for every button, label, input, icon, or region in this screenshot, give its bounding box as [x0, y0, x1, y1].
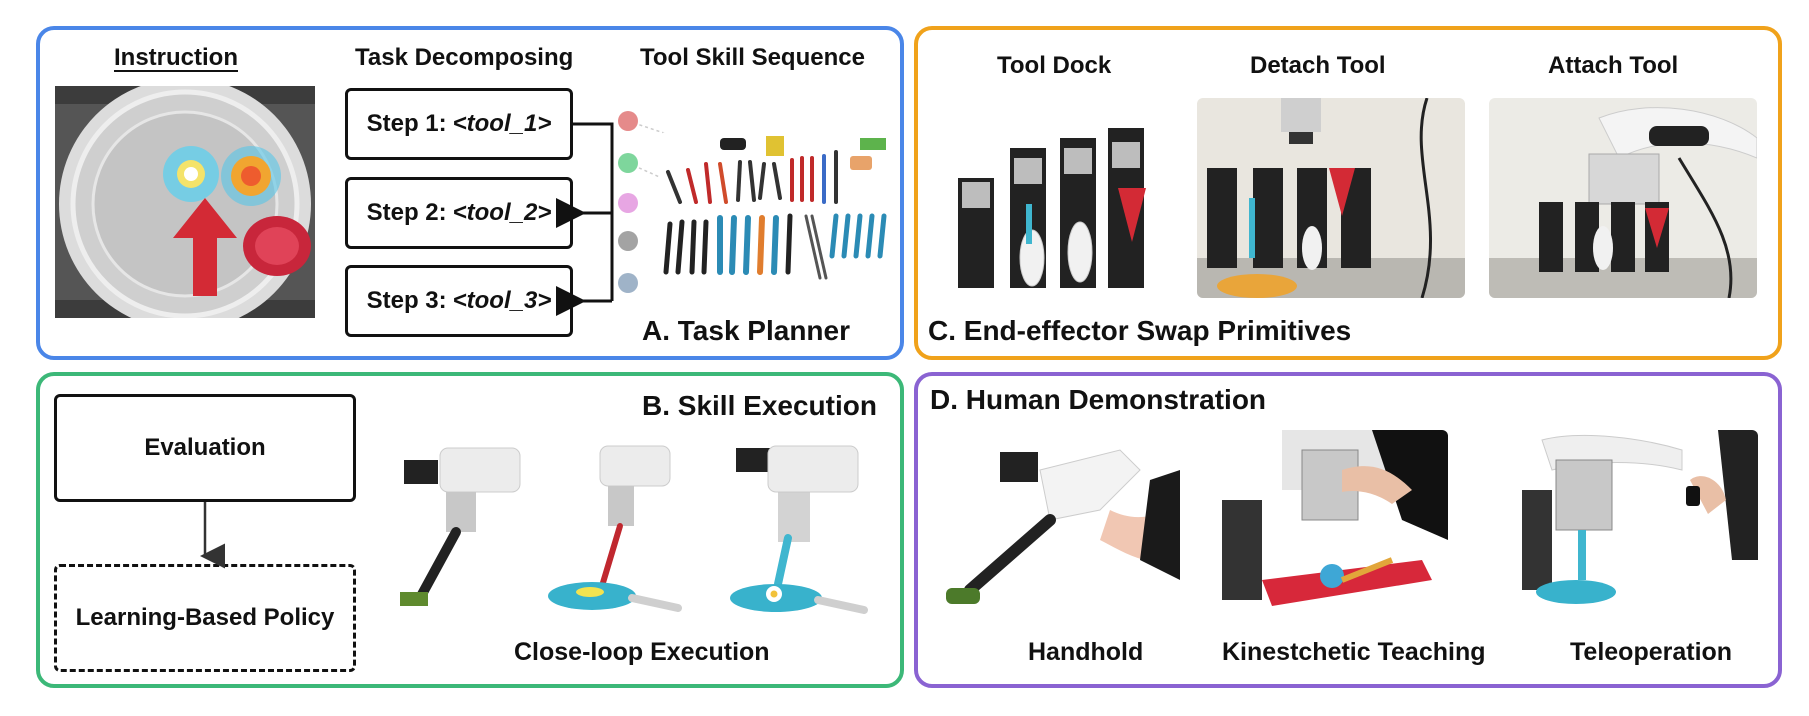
step-3-prefix: Step 3: [366, 287, 447, 314]
execution-image-3 [712, 438, 872, 618]
teleoperation-image [1522, 430, 1758, 620]
skill-execution-title: B. Skill Execution [642, 390, 877, 421]
tool-skill-sequence-label: Tool Skill Sequence [640, 44, 865, 71]
kinesthetic-teaching-image [1222, 430, 1448, 620]
learning-policy-label: Learning-Based Policy [75, 604, 335, 631]
task-decomposing-label: Task Decomposing [355, 44, 574, 71]
step-2-box: Step 2:<tool_2> [345, 177, 573, 249]
handhold-image [940, 440, 1180, 620]
kinesthetic-teaching-label: Kinestchetic Teaching [1222, 638, 1486, 666]
step-2-tool: <tool_2> [452, 199, 552, 226]
tools-collage-image [660, 132, 900, 282]
tool-dock-image [948, 118, 1162, 300]
execution-image-2 [536, 438, 686, 618]
step-2-prefix: Step 2: [366, 199, 447, 226]
attach-tool-image [1489, 98, 1757, 298]
instruction-image [55, 86, 315, 318]
task-planner-title: A. Task Planner [642, 315, 851, 346]
tool-dock-label: Tool Dock [997, 52, 1112, 79]
detach-tool-image [1197, 98, 1465, 298]
execution-image-1 [390, 438, 540, 618]
detach-tool-label: Detach Tool [1250, 52, 1386, 79]
swap-primitives-title: C. End-effector Swap Primitives [928, 315, 1352, 346]
evaluation-box: Evaluation [54, 394, 356, 502]
step-1-prefix: Step 1: [366, 110, 447, 137]
learning-policy-box: Learning-Based Policy [54, 564, 356, 672]
attach-tool-label: Attach Tool [1548, 52, 1679, 79]
step-3-box: Step 3:<tool_3> [345, 265, 573, 337]
step-1-tool: <tool_1> [452, 110, 552, 137]
close-loop-execution-label: Close-loop Execution [514, 638, 770, 666]
instruction-label: Instruction [114, 44, 238, 71]
human-demonstration-title: D. Human Demonstration [930, 384, 1267, 415]
step-1-box: Step 1:<tool_1> [345, 88, 573, 160]
teleoperation-label: Teleoperation [1570, 638, 1733, 666]
handhold-label: Handhold [1028, 638, 1144, 666]
evaluation-label: Evaluation [144, 434, 266, 461]
step-3-tool: <tool_3> [452, 287, 552, 314]
